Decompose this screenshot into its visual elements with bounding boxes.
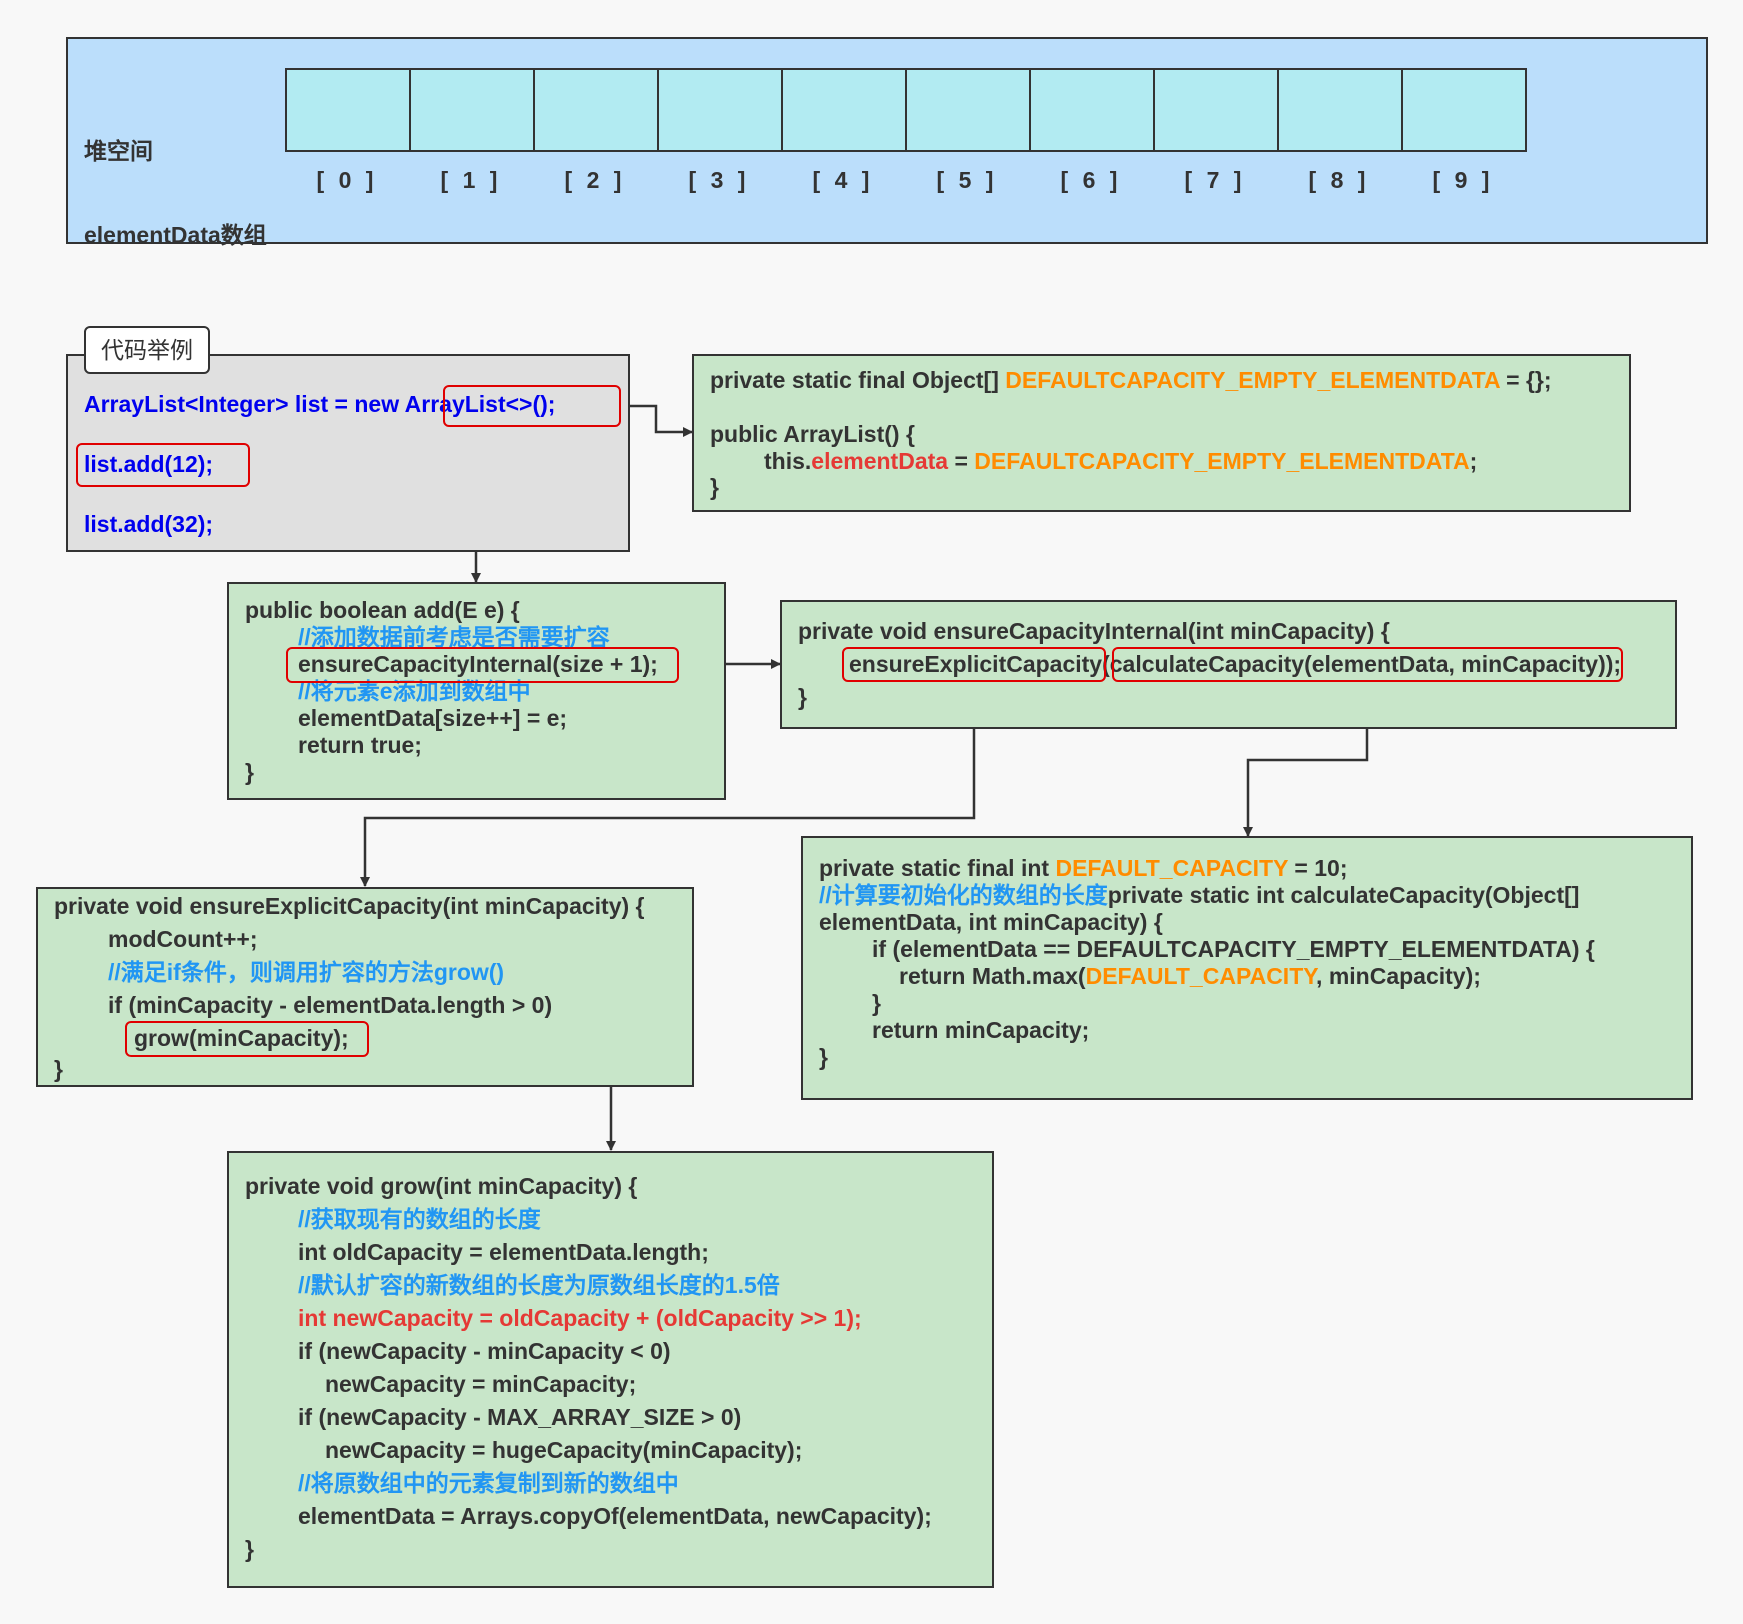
- array-cell: [533, 68, 659, 152]
- array-index-label: [ 6 ]: [1060, 167, 1122, 193]
- explicit-line1: private void ensureExplicitCapacity(int …: [54, 893, 645, 919]
- grow-line8: elementData = Arrays.copyOf(elementData,…: [298, 1503, 932, 1529]
- grow-line1: private void grow(int minCapacity) {: [245, 1173, 638, 1199]
- add-line3: elementData[size++] = e;: [298, 705, 568, 731]
- example-line-add32: list.add(32);: [84, 511, 214, 537]
- grow-line3: int newCapacity = oldCapacity + (oldCapa…: [298, 1305, 862, 1331]
- constructor-panel: private static final Object[] DEFAULTCAP…: [692, 354, 1631, 512]
- highlight-add12: [76, 443, 250, 487]
- array-cell: [781, 68, 907, 152]
- array-cell: [1029, 68, 1155, 152]
- array-cell: [1153, 68, 1279, 152]
- highlight-new-arraylist: [443, 385, 621, 427]
- highlight-calculate-call: [1112, 647, 1623, 682]
- array-cell: [409, 68, 535, 152]
- code-example-tag: 代码举例: [84, 326, 210, 374]
- explicit-line3: if (minCapacity - elementData.length > 0…: [108, 992, 553, 1018]
- code-example-panel: ArrayList<Integer> list = new ArrayList<…: [66, 354, 630, 552]
- add-line4: return true;: [298, 732, 422, 758]
- grow-line2: int oldCapacity = elementData.length;: [298, 1239, 709, 1265]
- array-index-label: [ 5 ]: [936, 167, 998, 193]
- grow-method-panel: private void grow(int minCapacity) { //获…: [227, 1151, 994, 1588]
- arrow-constructor: [621, 404, 693, 437]
- calc-line1: private static final int DEFAULT_CAPACIT…: [819, 855, 1348, 881]
- grow-comment1: //获取现有的数组的长度: [298, 1206, 541, 1232]
- array-cell: [657, 68, 783, 152]
- calculate-capacity-panel: private static final int DEFAULT_CAPACIT…: [801, 836, 1693, 1100]
- example-line-new: ArrayList<Integer> list = new ArrayList<…: [84, 391, 556, 417]
- ensure-internal-panel: private void ensureCapacityInternal(int …: [780, 600, 1677, 729]
- heap-label: 堆空间 elementData数组: [84, 138, 267, 248]
- calc-line2: //计算要初始化的数组的长度private static int calcula…: [819, 882, 1580, 908]
- add-line2: ensureCapacityInternal(size + 1);: [298, 651, 658, 677]
- add-comment1: //添加数据前考虑是否需要扩容: [298, 624, 610, 650]
- arrow-ensure-explicit: [360, 682, 976, 887]
- array-index-label: [ 2 ]: [564, 167, 626, 193]
- grow-comment2: //默认扩容的新数组的长度为原数组长度的1.5倍: [298, 1272, 780, 1298]
- highlight-ensure-capacity-internal: [286, 647, 679, 683]
- ensure-internal-line2: ensureExplicitCapacity(calculateCapacity…: [849, 651, 1622, 677]
- array-index-label: [ 4 ]: [812, 167, 874, 193]
- constructor-line4: }: [710, 474, 719, 500]
- array-cell: [1277, 68, 1403, 152]
- calc-line6: }: [872, 990, 881, 1016]
- array-cell: [905, 68, 1031, 152]
- ensure-internal-line3: }: [798, 684, 807, 710]
- array-index-label: [ 1 ]: [440, 167, 502, 193]
- highlight-ensure-explicit-call: [842, 647, 1106, 682]
- array-index-label: [ 0 ]: [316, 167, 378, 193]
- add-line5: }: [245, 759, 254, 785]
- array-index-label: [ 9 ]: [1432, 167, 1494, 193]
- calc-line7: return minCapacity;: [872, 1017, 1090, 1043]
- grow-line7: newCapacity = hugeCapacity(minCapacity);: [325, 1437, 803, 1463]
- ensure-explicit-panel: private void ensureExplicitCapacity(int …: [36, 887, 694, 1087]
- calc-line4: if (elementData == DEFAULTCAPACITY_EMPTY…: [872, 936, 1595, 962]
- explicit-comment: //满足if条件，则调用扩容的方法grow(): [108, 959, 505, 985]
- highlight-grow-call: [125, 1021, 369, 1057]
- constructor-line3: this.elementData = DEFAULTCAPACITY_EMPTY…: [764, 448, 1478, 474]
- grow-comment3: //将原数组中的元素复制到新的数组中: [298, 1470, 679, 1496]
- grow-line4: if (newCapacity - minCapacity < 0): [298, 1338, 671, 1364]
- heap-space-panel: 堆空间 elementData数组 [ 0 ] [ 1 ] [ 2 ] [ 3 ] [ …: [66, 37, 1708, 248]
- example-line-add12: list.add(12);: [84, 451, 214, 477]
- add-line1: public boolean add(E e) {: [245, 597, 520, 623]
- constructor-line1: private static final Object[] DEFAULTCAP…: [710, 367, 1552, 393]
- explicit-line2: modCount++;: [108, 926, 258, 952]
- array-index-label: [ 7 ]: [1184, 167, 1246, 193]
- grow-line5: newCapacity = minCapacity;: [325, 1371, 637, 1397]
- ensure-internal-line1: private void ensureCapacityInternal(int …: [798, 618, 1390, 644]
- array-cell: [285, 68, 411, 152]
- calc-line8: }: [819, 1044, 828, 1070]
- add-method-panel: public boolean add(E e) { //添加数据前考虑是否需要扩…: [227, 582, 726, 800]
- calc-line3: elementData, int minCapacity) {: [819, 909, 1163, 935]
- array-cell: [1401, 68, 1527, 152]
- calc-line5: return Math.max(DEFAULT_CAPACITY, minCap…: [899, 963, 1481, 989]
- array-index-label: [ 3 ]: [688, 167, 750, 193]
- grow-line6: if (newCapacity - MAX_ARRAY_SIZE > 0): [298, 1404, 742, 1430]
- explicit-line5: }: [54, 1056, 63, 1082]
- explicit-line4: grow(minCapacity);: [134, 1025, 349, 1051]
- grow-line9: }: [245, 1536, 254, 1562]
- array-index-label: [ 8 ]: [1308, 167, 1370, 193]
- constructor-line2: public ArrayList() {: [710, 421, 915, 447]
